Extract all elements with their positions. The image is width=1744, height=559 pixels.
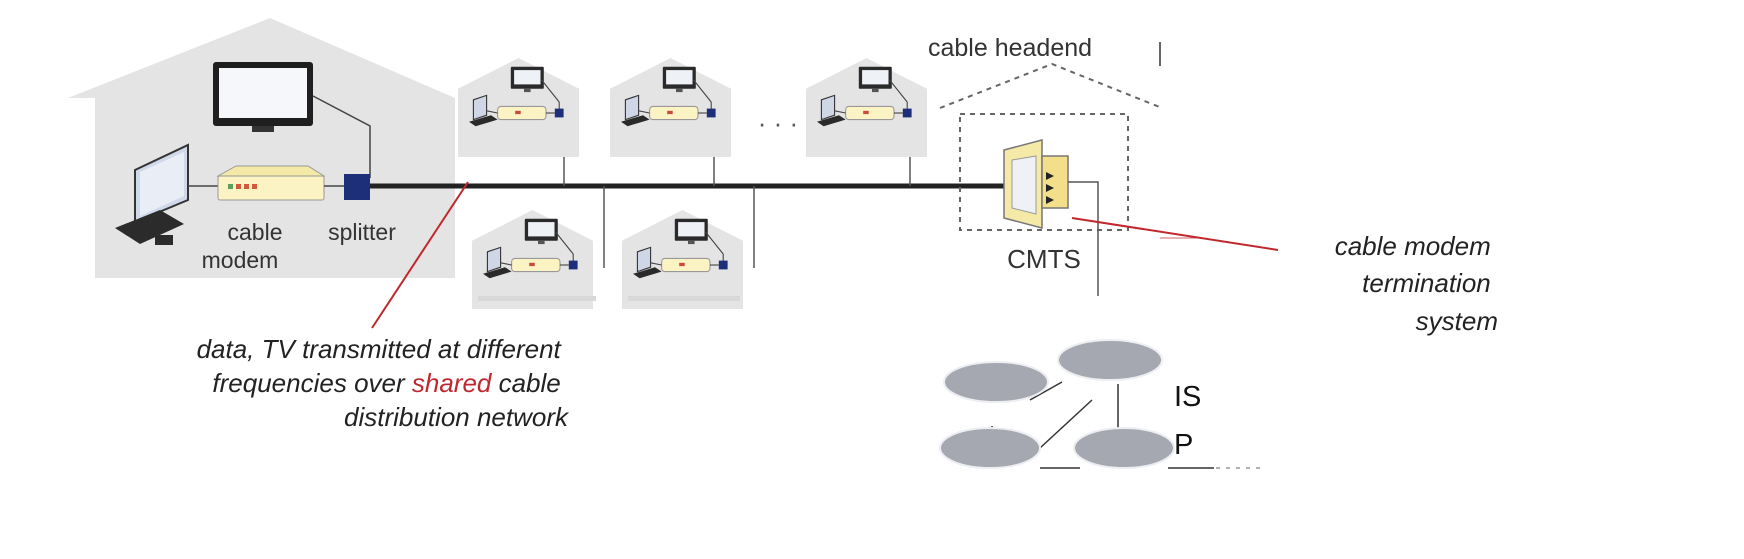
splitter-label: splitter bbox=[328, 219, 396, 245]
splitter-icon bbox=[344, 174, 370, 200]
router-ellipse-icon bbox=[939, 427, 1041, 469]
router-ellipse-icon bbox=[1073, 427, 1175, 469]
house-top-1 bbox=[457, 57, 580, 158]
headend-outline bbox=[939, 62, 1163, 231]
house-bottom-2 bbox=[621, 209, 744, 310]
isp-network bbox=[939, 339, 1262, 469]
cmts-description: cable modem termination system bbox=[1335, 231, 1498, 336]
cmts-icon bbox=[1003, 139, 1069, 229]
house-top-3 bbox=[805, 57, 928, 158]
router-ellipse-icon bbox=[1057, 339, 1163, 381]
isp-label-line2: P bbox=[1174, 429, 1193, 461]
tv-monitor-icon bbox=[213, 62, 313, 132]
shared-highlight: shared bbox=[412, 368, 493, 398]
router-ellipse-icon bbox=[943, 361, 1049, 403]
house-top-2 bbox=[609, 57, 732, 158]
shared-network-annotation-line bbox=[371, 181, 469, 329]
shared-network-description: data, TV transmitted at different freque… bbox=[197, 334, 570, 432]
cable-modem-icon bbox=[216, 165, 326, 201]
cmts-label: CMTS bbox=[1007, 244, 1081, 274]
cmts-annotation-line bbox=[1071, 217, 1279, 251]
more-houses-ellipsis: · · · bbox=[758, 108, 798, 138]
house-bottom-1 bbox=[471, 209, 594, 310]
cable-modem-label: cable bbox=[228, 219, 283, 245]
cable-headend-label: cable headend bbox=[928, 34, 1092, 62]
isp-label-line1: IS bbox=[1174, 381, 1201, 413]
cable-modem-label-line2: modem bbox=[202, 247, 279, 273]
desktop-computer-icon bbox=[115, 143, 189, 245]
